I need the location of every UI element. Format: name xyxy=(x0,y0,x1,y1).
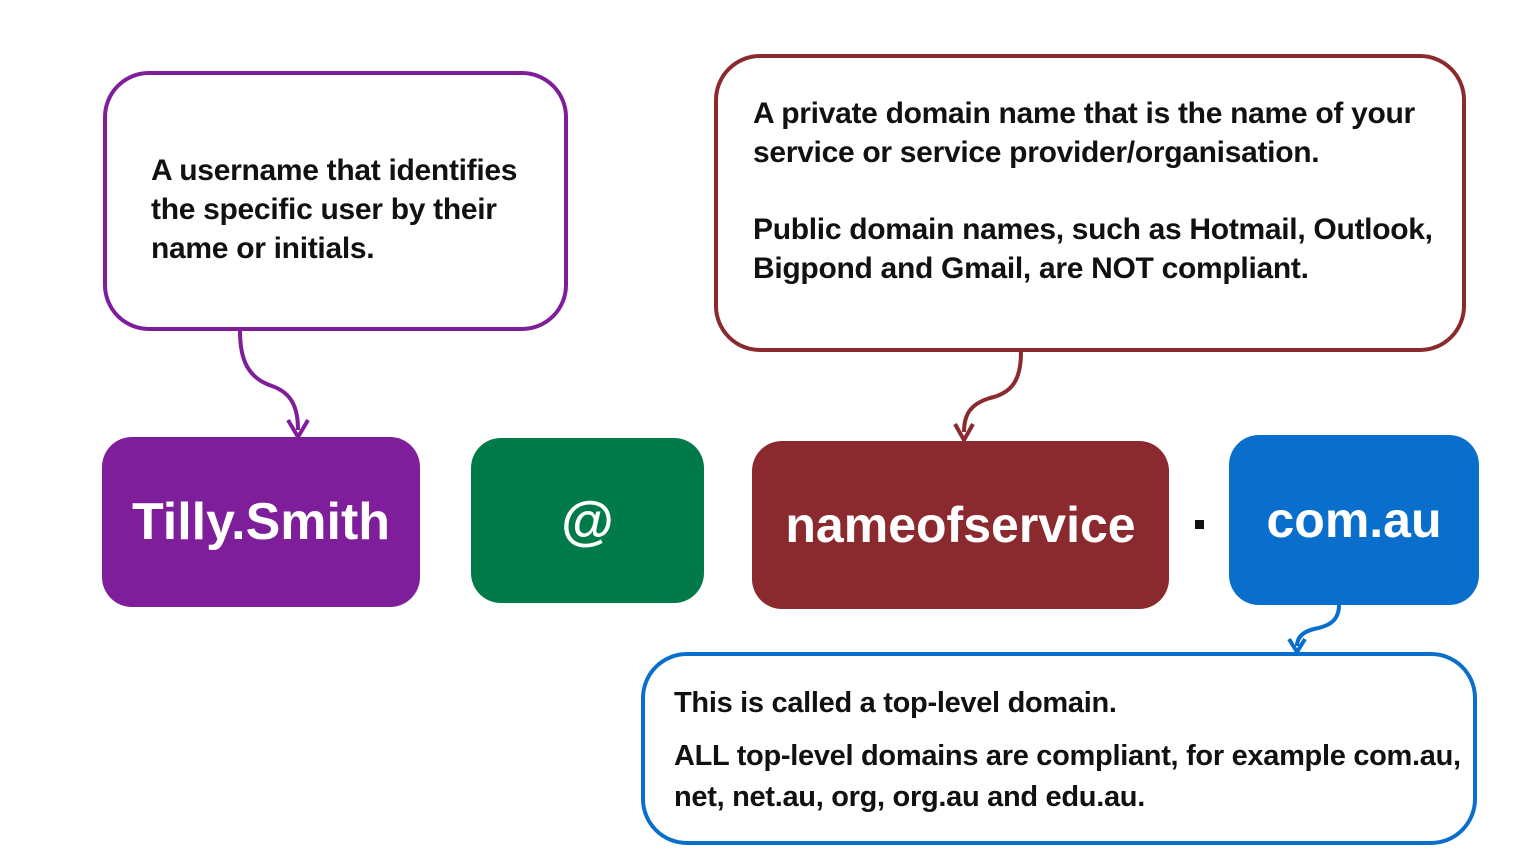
tld-arrow xyxy=(1287,604,1341,654)
domain-callout-para1: A private domain name that is the name o… xyxy=(753,97,1415,169)
domain-callout-para2: Public domain names, such as Hotmail, Ou… xyxy=(753,213,1433,285)
dot-separator: . xyxy=(1195,520,1204,529)
domain-callout: A private domain name that is the name o… xyxy=(714,54,1466,352)
username-segment: Tilly.Smith xyxy=(102,437,420,607)
username-callout-text: A username that identifies the specific … xyxy=(151,154,518,265)
top-level-domain-segment: com.au xyxy=(1229,435,1479,605)
tld-callout: This is called a top-level domain. ALL t… xyxy=(641,652,1477,845)
username-arrow xyxy=(238,330,310,439)
domain-arrow xyxy=(953,351,1023,442)
tld-callout-para1: This is called a top-level domain. xyxy=(674,687,1117,719)
domain-name-segment: nameofservice xyxy=(752,441,1169,609)
tld-callout-para2: ALL top-level domains are compliant, for… xyxy=(674,740,1461,813)
username-callout: A username that identifies the specific … xyxy=(103,71,568,331)
at-sign-segment: @ xyxy=(471,438,704,603)
